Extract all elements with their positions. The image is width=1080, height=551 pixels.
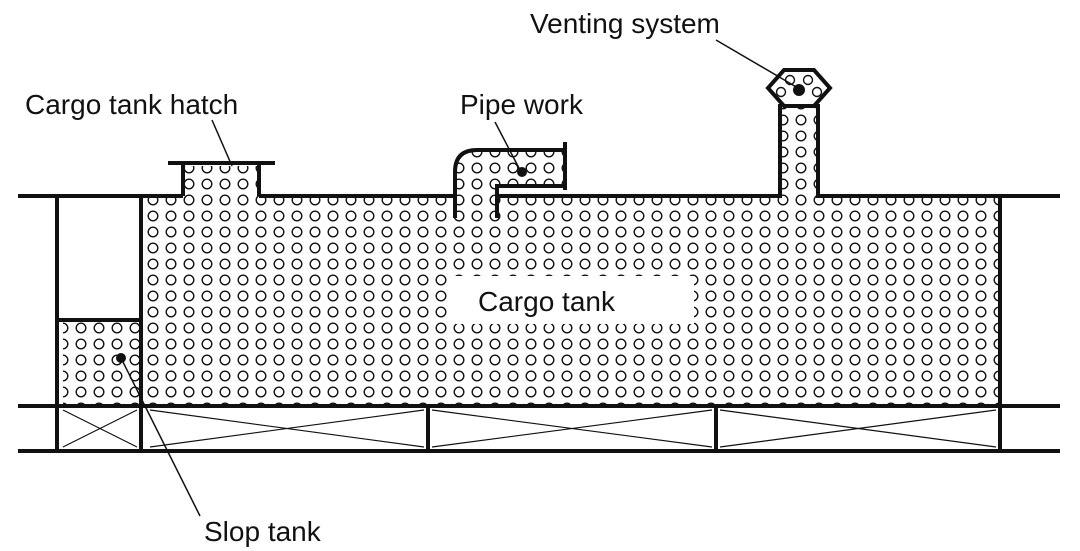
double-bottom-bracing [62,409,997,448]
pipe-work-fill [455,152,565,196]
vent-pipe-fill [782,104,816,196]
pipe-work-label: Pipe work [460,89,584,120]
cargo-tank-hatch-label: Cargo tank hatch [25,89,238,120]
cargo-tank-hatch [168,161,275,196]
slop-tank-fill [63,322,139,406]
hatch-fill [183,166,259,196]
leader-lines [120,39,799,517]
cargo-tank-label-box [448,276,694,324]
pipe-work [453,142,567,218]
venting-system-label: Venting system [530,8,720,39]
cargo-tank-label: Cargo tank [478,286,616,317]
slop-tank-label: Slop tank [204,516,322,547]
deck-structure [18,194,1060,453]
vent-head-detail [775,74,823,98]
